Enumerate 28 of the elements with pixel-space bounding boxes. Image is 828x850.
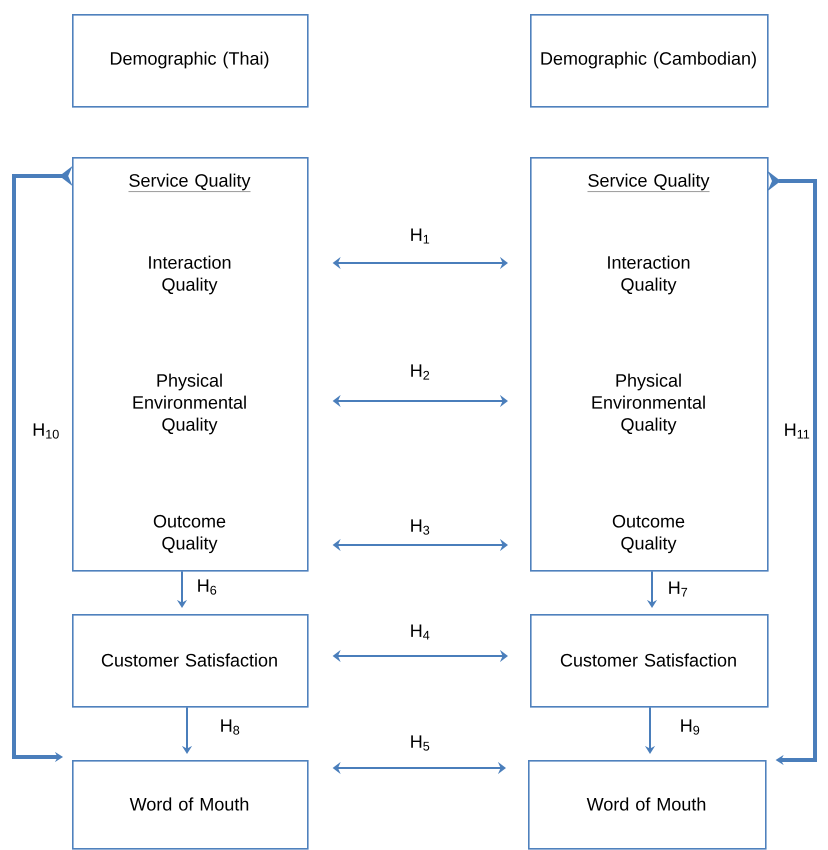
box: Demographic (Thai) [72, 14, 309, 108]
factor-label: Outcome Quality [612, 514, 684, 554]
edge-label: H$_{5}$ [408, 734, 432, 752]
edge-label: H$_{8}$ [218, 718, 242, 736]
box-heading: Service Quality [587, 174, 710, 192]
factor-label: Interaction Quality [149, 256, 230, 294]
box: Demographic (Cambodian) [530, 14, 769, 108]
factor-label: Physical Environmental Quality [133, 374, 246, 434]
box: Customer Satisfaction [530, 614, 769, 708]
box: Customer Satisfaction [72, 614, 309, 708]
edge-label: H$_{4}$ [408, 623, 432, 641]
box: Word of Mouth [528, 760, 767, 850]
edge-label: H$_{6}$ [196, 578, 218, 596]
edge-label: H$_{7}$ [666, 580, 690, 598]
edge-label: H$_{10}$ [31, 422, 61, 440]
factor-label: Physical Environmental Quality [592, 374, 705, 434]
edge-label: H$_{1}$ [408, 227, 432, 245]
construct-box [530, 157, 769, 572]
feedback-arrow [768, 170, 817, 766]
box-heading: Service Quality [128, 174, 251, 192]
box: Word of Mouth [72, 760, 309, 850]
construct-box [72, 157, 309, 572]
edge-label: H$_{3}$ [408, 518, 432, 536]
edge-label: H$_{9}$ [678, 718, 702, 736]
factor-label: Interaction Quality [608, 256, 690, 294]
edge-label: H$_{2}$ [408, 363, 432, 381]
edge-label: H$_{11}$ [782, 422, 812, 440]
factor-label: Outcome Quality [154, 514, 226, 554]
